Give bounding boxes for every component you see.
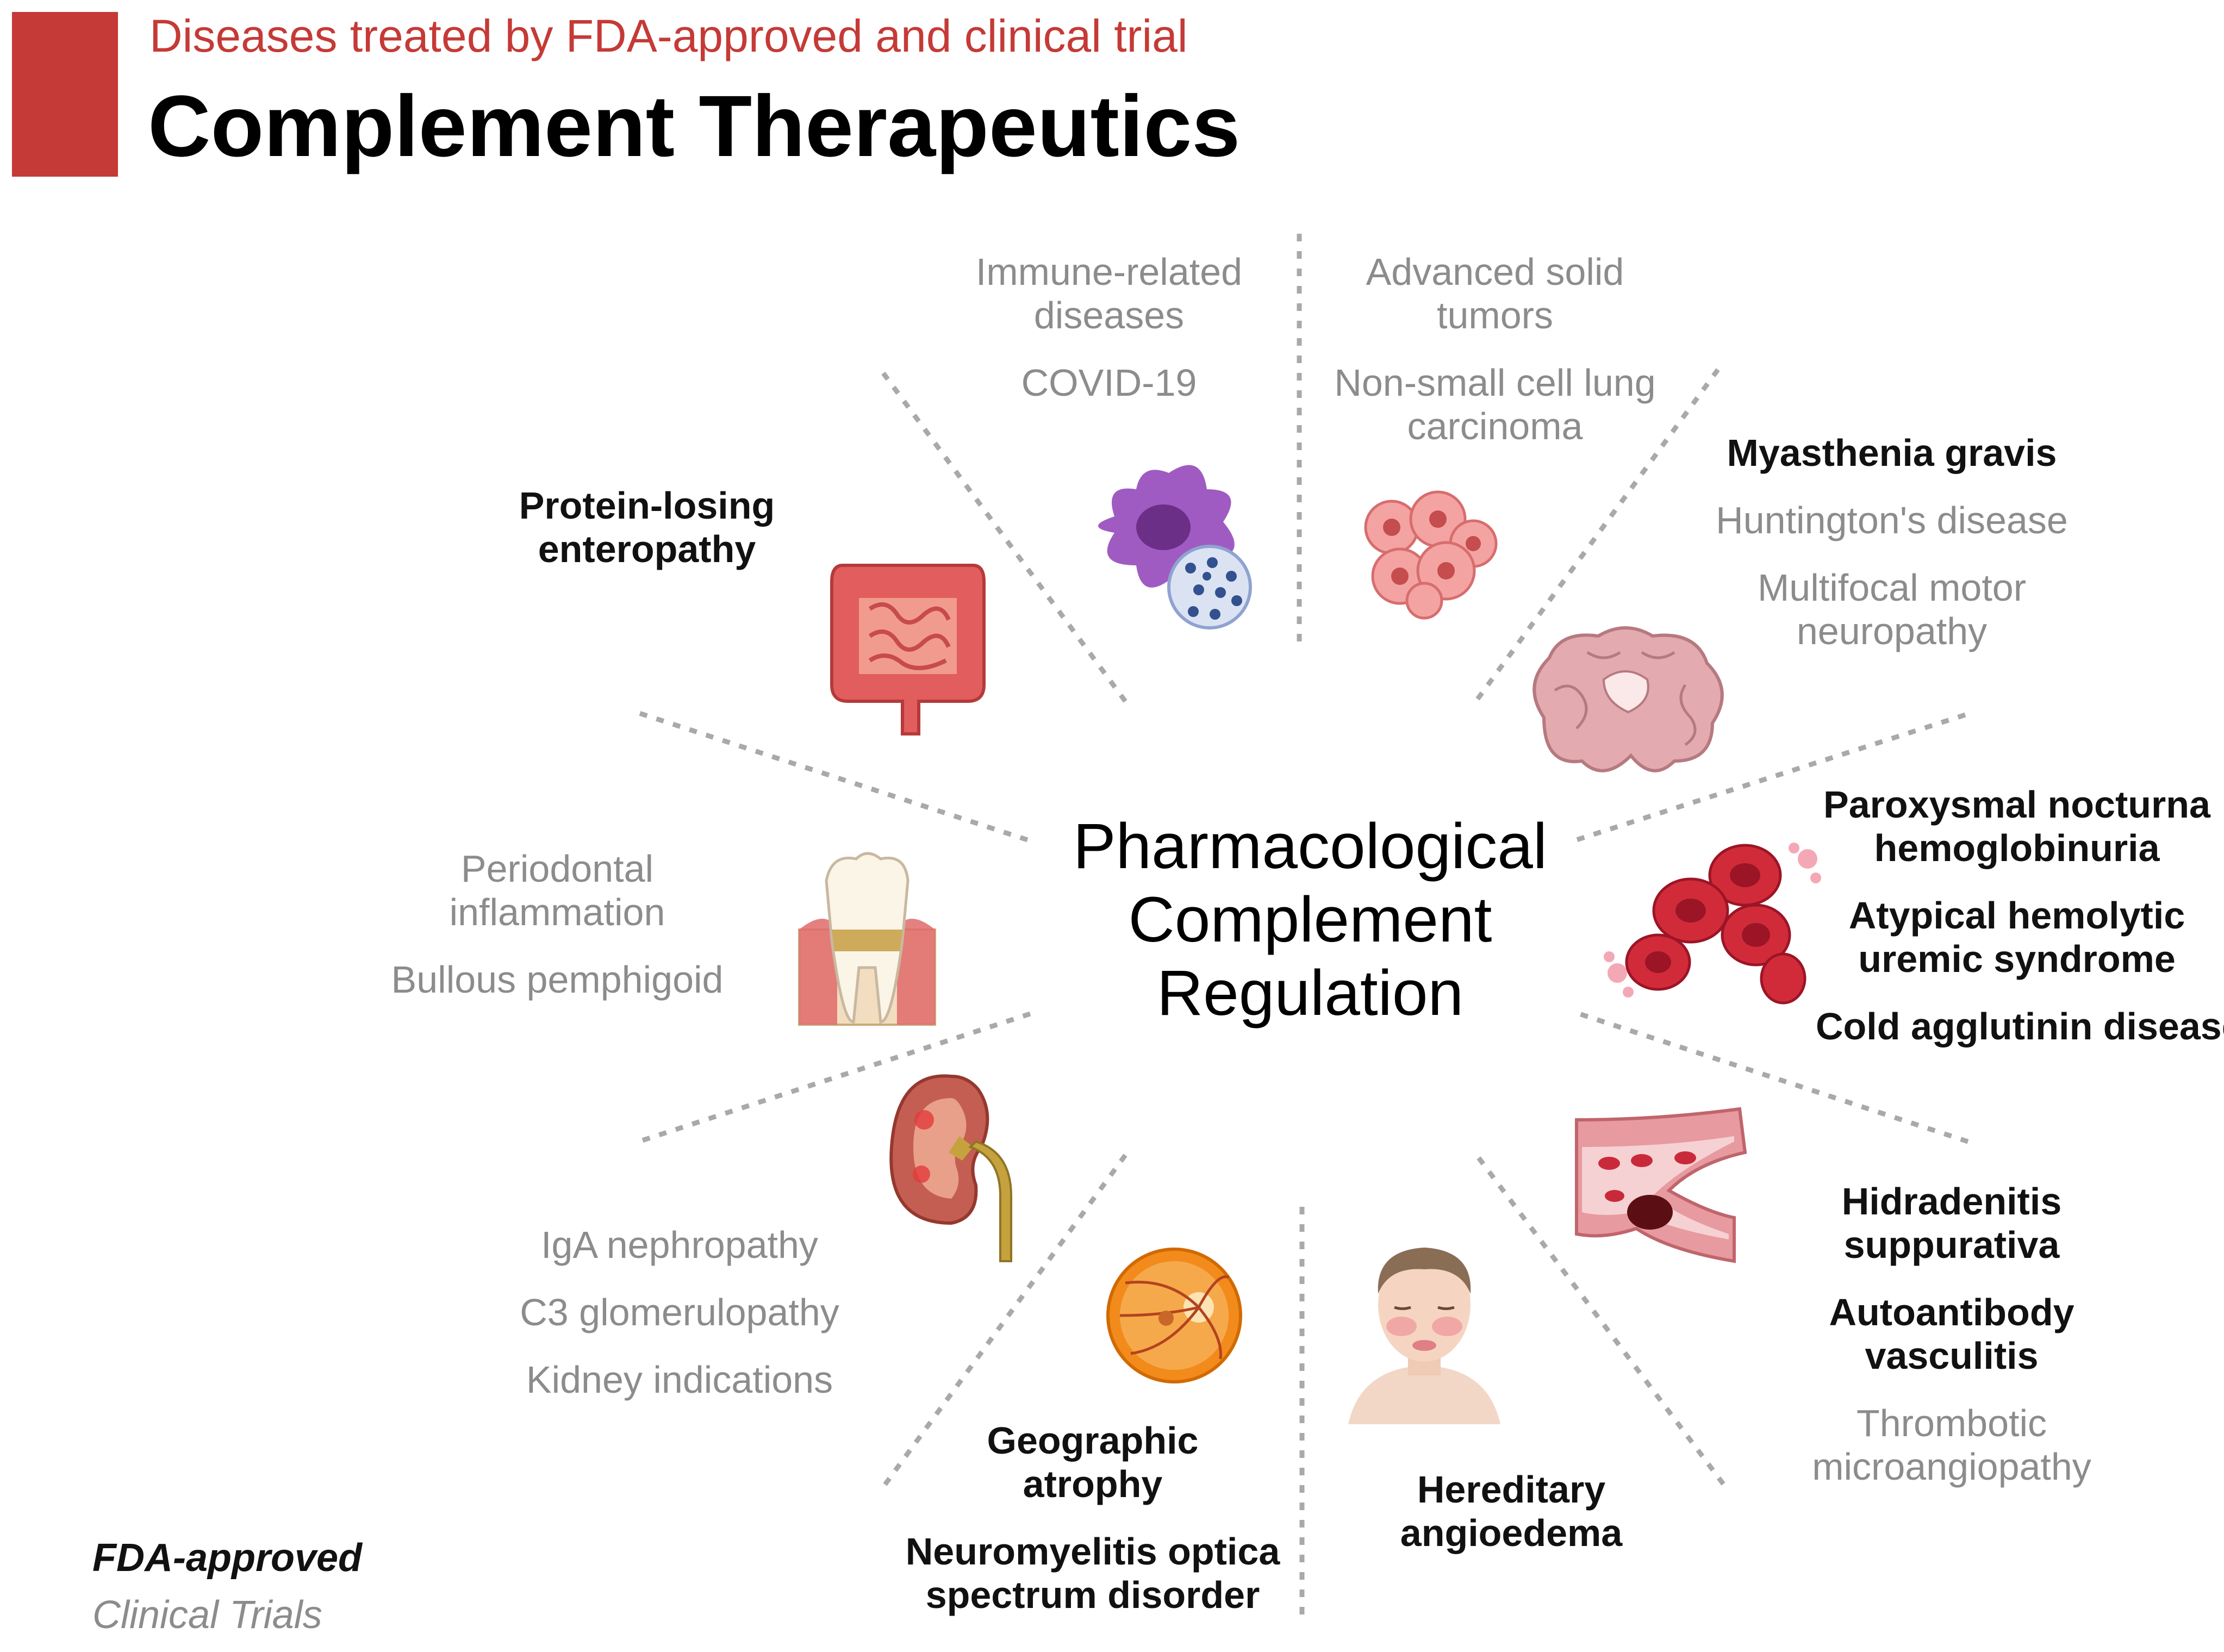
- disease-text-line: carcinoma: [1407, 405, 1583, 447]
- group-tumor: Advanced solid tumors Non-small cell lun…: [1305, 250, 1685, 472]
- disease-text-line: inflammation: [449, 891, 665, 933]
- disease-text-line: diseases: [1033, 294, 1185, 336]
- disease-text-line: angioedema: [1400, 1512, 1623, 1554]
- disease-text-line: suppurativa: [1843, 1224, 2060, 1266]
- disease-periodontal-inflammation: Periodontal inflammation: [381, 847, 734, 934]
- disease-text-line: Geographic: [987, 1419, 1199, 1462]
- disease-text-line: Multifocal motor: [1757, 566, 2027, 609]
- disease-text-line: hemoglobinuria: [1874, 827, 2160, 869]
- group-angioedema: Hereditary angioedema: [1348, 1468, 1674, 1579]
- header-accent-bar: [12, 12, 118, 177]
- group-tooth: Periodontal inflammation Bullous pemphig…: [381, 847, 734, 1025]
- disease-text-line: Atypical hemolytic: [1848, 894, 2185, 937]
- disease-kidney-indications: Kidney indications: [489, 1358, 870, 1401]
- center-label-line: Complement: [1128, 884, 1492, 956]
- disease-text-line: vasculitis: [1865, 1335, 2039, 1377]
- disease-text-line: Non-small cell lung: [1334, 361, 1656, 404]
- group-blood: Paroxysmal nocturna hemoglobinuria Atypi…: [1816, 783, 2224, 1072]
- disease-text-line: uremic syndrome: [1858, 938, 2176, 980]
- disease-text-line: atrophy: [1023, 1463, 1163, 1505]
- disease-text-line: microangiopathy: [1812, 1445, 2091, 1488]
- disease-text-line: spectrum disorder: [925, 1574, 1260, 1616]
- disease-covid-19: COVID-19: [946, 361, 1272, 404]
- disease-multifocal-motor-neuropathy: Multifocal motor neuropathy: [1674, 566, 2109, 653]
- kidney-icon: [889, 1074, 1012, 1262]
- disease-text-line: Advanced solid: [1366, 251, 1624, 293]
- swollen-face-icon: [1348, 1248, 1500, 1424]
- disease-text-line: Huntington's disease: [1716, 499, 2068, 541]
- disease-text-line: Neuromyelitis optica: [905, 1530, 1280, 1573]
- disease-text-line: enteropathy: [538, 528, 756, 570]
- group-vascular: Hidradenitis suppurativa Autoantibody va…: [1756, 1180, 2147, 1512]
- disease-ahus: Atypical hemolytic uremic syndrome: [1816, 894, 2218, 981]
- disease-text-line: neuropathy: [1796, 610, 1988, 652]
- disease-geographic-atrophy: Geographic atrophy: [881, 1419, 1305, 1506]
- disease-c3-glomerulopathy: C3 glomerulopathy: [489, 1291, 870, 1334]
- disease-cold-agglutinin: Cold agglutinin disease: [1816, 1005, 2224, 1048]
- legend-clinical-trials: Clinical Trials: [92, 1593, 322, 1637]
- group-neuro: Myasthenia gravis Huntington's disease M…: [1674, 431, 2109, 677]
- disease-thrombotic-microangiopathy: Thrombotic microangiopathy: [1756, 1401, 2147, 1488]
- disease-text-line: Immune-related: [975, 251, 1243, 293]
- brain-icon: [1532, 626, 1724, 772]
- group-gut: Protein-losing enteropathy: [489, 484, 805, 595]
- group-eye: Geographic atrophy Neuromyelitis optica …: [881, 1419, 1305, 1641]
- disease-text-line: Bullous pemphigoid: [391, 958, 724, 1001]
- disease-iga-nephropathy: IgA nephropathy: [489, 1223, 870, 1267]
- disease-text-line: Kidney indications: [526, 1358, 833, 1401]
- disease-text-line: IgA nephropathy: [541, 1224, 818, 1266]
- disease-bullous-pemphigoid: Bullous pemphigoid: [381, 958, 734, 1001]
- disease-text-line: COVID-19: [1021, 361, 1197, 404]
- disease-huntingtons: Huntington's disease: [1674, 498, 2109, 542]
- blood-vessel-icon: [1575, 1107, 1747, 1263]
- disease-autoantibody-vasculitis: Autoantibody vasculitis: [1756, 1291, 2147, 1377]
- disease-text-line: Cold agglutinin disease: [1816, 1005, 2224, 1048]
- disease-nsclc: Non-small cell lung carcinoma: [1305, 361, 1685, 448]
- disease-text-line: Hereditary: [1417, 1468, 1606, 1511]
- center-label: Pharmacological Complement Regulation: [1022, 810, 1598, 1030]
- disease-pnh: Paroxysmal nocturna hemoglobinuria: [1816, 783, 2218, 870]
- disease-text-line: Thrombotic: [1856, 1402, 2047, 1444]
- disease-immune-related: Immune-related diseases: [946, 250, 1272, 337]
- disease-myasthenia-gravis: Myasthenia gravis: [1674, 431, 2109, 475]
- immune-cell-virus-icon: [1098, 465, 1252, 629]
- group-kidney: IgA nephropathy C3 glomerulopathy Kidney…: [489, 1223, 870, 1425]
- disease-hidradenitis: Hidradenitis suppurativa: [1756, 1180, 2147, 1267]
- center-label-line: Pharmacological: [1073, 811, 1548, 882]
- disease-text-line: C3 glomerulopathy: [520, 1291, 839, 1333]
- disease-protein-losing-enteropathy: Protein-losing enteropathy: [489, 484, 805, 571]
- disease-nmosd: Neuromyelitis optica spectrum disorder: [881, 1530, 1305, 1617]
- header-subtitle: Diseases treated by FDA-approved and cli…: [149, 10, 1188, 61]
- center-label-line: Regulation: [1156, 957, 1464, 1029]
- red-blood-cells-icon: [1604, 843, 1821, 1005]
- disease-text-line: Autoantibody: [1829, 1291, 2075, 1333]
- group-immune: Immune-related diseases COVID-19: [946, 250, 1272, 428]
- disease-text-line: Paroxysmal nocturna: [1823, 783, 2210, 826]
- disease-text-line: Hidradenitis: [1841, 1180, 2062, 1223]
- disease-text-line: tumors: [1437, 294, 1553, 336]
- intestine-icon: [830, 564, 986, 735]
- disease-hereditary-angioedema: Hereditary angioedema: [1348, 1468, 1674, 1555]
- disease-text-line: Myasthenia gravis: [1727, 432, 2057, 474]
- retina-icon: [1106, 1248, 1242, 1383]
- header-title: Complement Therapeutics: [148, 77, 1241, 174]
- disease-advanced-solid-tumors: Advanced solid tumors: [1305, 250, 1685, 337]
- disease-text-line: Periodontal: [460, 847, 654, 890]
- legend-fda-approved: FDA-approved: [92, 1536, 363, 1580]
- tumor-cells-icon: [1364, 490, 1498, 620]
- disease-text-line: Protein-losing: [519, 484, 775, 527]
- inflamed-tooth-icon: [798, 852, 936, 1026]
